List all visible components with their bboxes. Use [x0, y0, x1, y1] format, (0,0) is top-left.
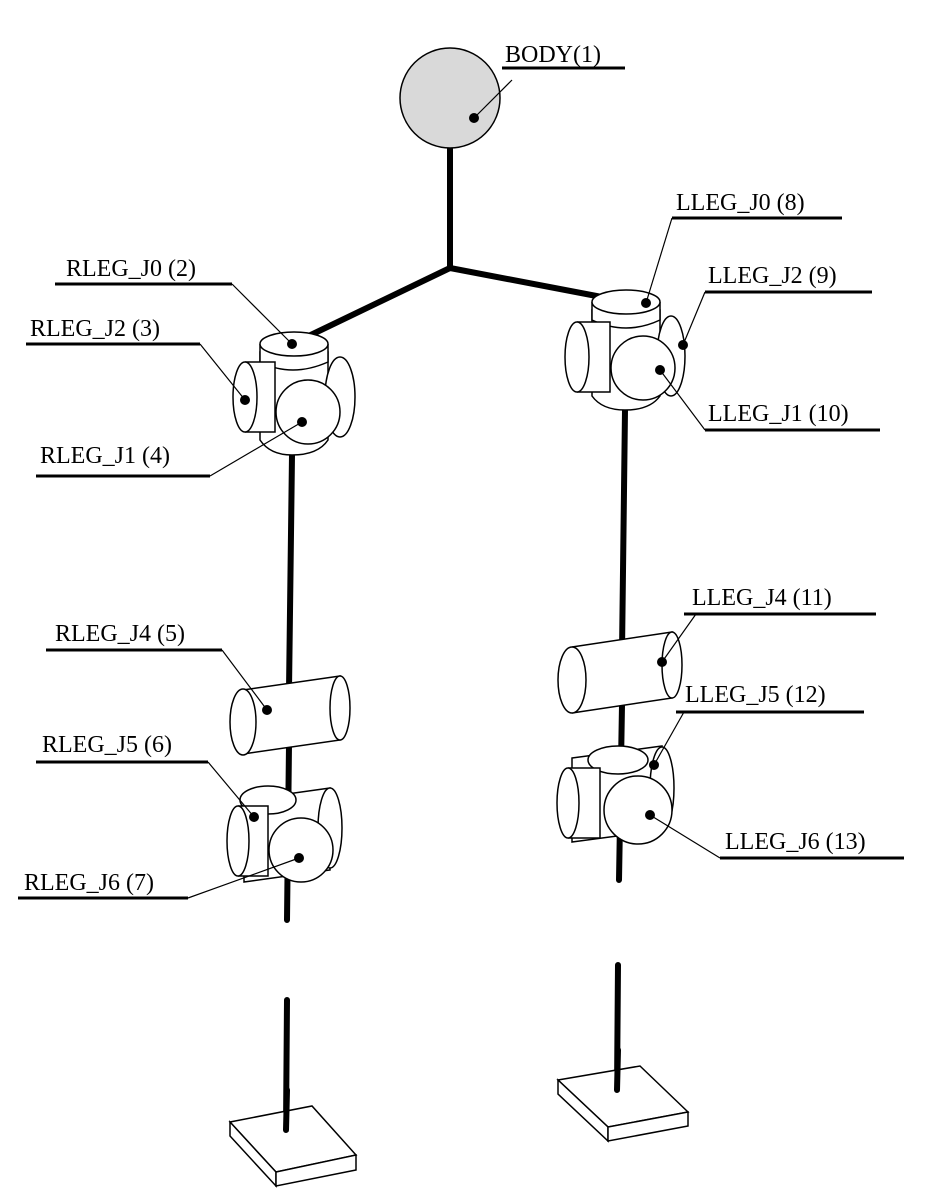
rleg-foot [228, 1087, 358, 1188]
lleg-j4-cylinder [571, 631, 673, 714]
rleg-j5-label: RLEG_J5 (6) [42, 732, 172, 758]
rleg-j4-joint [229, 675, 351, 756]
lleg-j2-label: LLEG_J2 (9) [708, 263, 837, 289]
lleg-j6-cap [603, 775, 673, 845]
rleg-j6-leader [187, 857, 300, 899]
lleg-j0-leader [645, 217, 673, 304]
rleg-j4-label: RLEG_J4 (5) [55, 621, 185, 647]
lleg-j1-leader [659, 369, 706, 431]
link-hip-to-rleg-j0 [289, 265, 453, 347]
rleg-j2-label: RLEG_J2 (3) [30, 316, 160, 342]
lleg-j1-cap [610, 335, 676, 401]
rleg-j1-leader [209, 421, 303, 477]
lleg-foot-post [614, 1047, 621, 1093]
rleg-j6-label: RLEG_J6 (7) [24, 870, 154, 896]
rleg-j5-leader [207, 761, 255, 818]
body-label: BODY(1) [505, 42, 601, 68]
lleg-j6-leader [649, 814, 721, 859]
lleg-hip-joint-group [564, 289, 688, 411]
rleg-ankle-joint-group [226, 785, 343, 883]
lleg-ankle-top-cap [587, 745, 649, 775]
lleg-foot-front [607, 1111, 689, 1142]
lleg-j2-cap [564, 321, 590, 393]
rleg-j4-left-cap [229, 688, 257, 756]
rleg-j4-cylinder [242, 675, 341, 755]
link-lleg-thigh [619, 407, 628, 655]
rleg-j2-leader [199, 343, 246, 401]
links [283, 142, 631, 1131]
lleg-j0-label: LLEG_J0 (8) [676, 190, 805, 216]
rleg-j4-right-cap [329, 675, 351, 741]
lleg-j0-cap [591, 289, 661, 315]
lleg-j4-left-cap [557, 646, 587, 714]
rleg-foot-post [283, 1087, 290, 1133]
lleg-j5-label: LLEG_J5 (12) [685, 682, 826, 708]
body-circle [399, 47, 501, 149]
rleg-j4-leader [221, 649, 268, 711]
rleg-j0-leader [231, 283, 293, 345]
rleg-j0-label: RLEG_J0 (2) [66, 256, 196, 282]
body-leader [473, 79, 513, 119]
rleg-j6-cap [268, 817, 334, 883]
body-joint: BODY(1) [399, 42, 625, 149]
lleg-j6-label: LLEG_J6 (13) [725, 829, 866, 855]
rleg-j1-cap [275, 379, 341, 445]
lleg-j5-leader [653, 711, 685, 766]
lleg-j2-leader [682, 291, 706, 346]
lleg-j1-label: LLEG_J1 (10) [708, 401, 849, 427]
rleg-j1-label: RLEG_J1 (4) [40, 443, 170, 469]
rleg-j5-cap [226, 805, 250, 877]
lleg-ankle-joint-group [556, 745, 675, 845]
lleg-j4-joint [557, 631, 683, 714]
lleg-foot [556, 1047, 690, 1143]
lleg-j5-cap [556, 767, 580, 839]
rleg-hip-joint-group [232, 331, 356, 456]
link-rleg-thigh [286, 452, 295, 693]
lleg-j4-leader [661, 613, 697, 663]
rleg-foot-front [275, 1154, 357, 1187]
lleg-j4-label: LLEG_J4 (11) [692, 585, 832, 611]
